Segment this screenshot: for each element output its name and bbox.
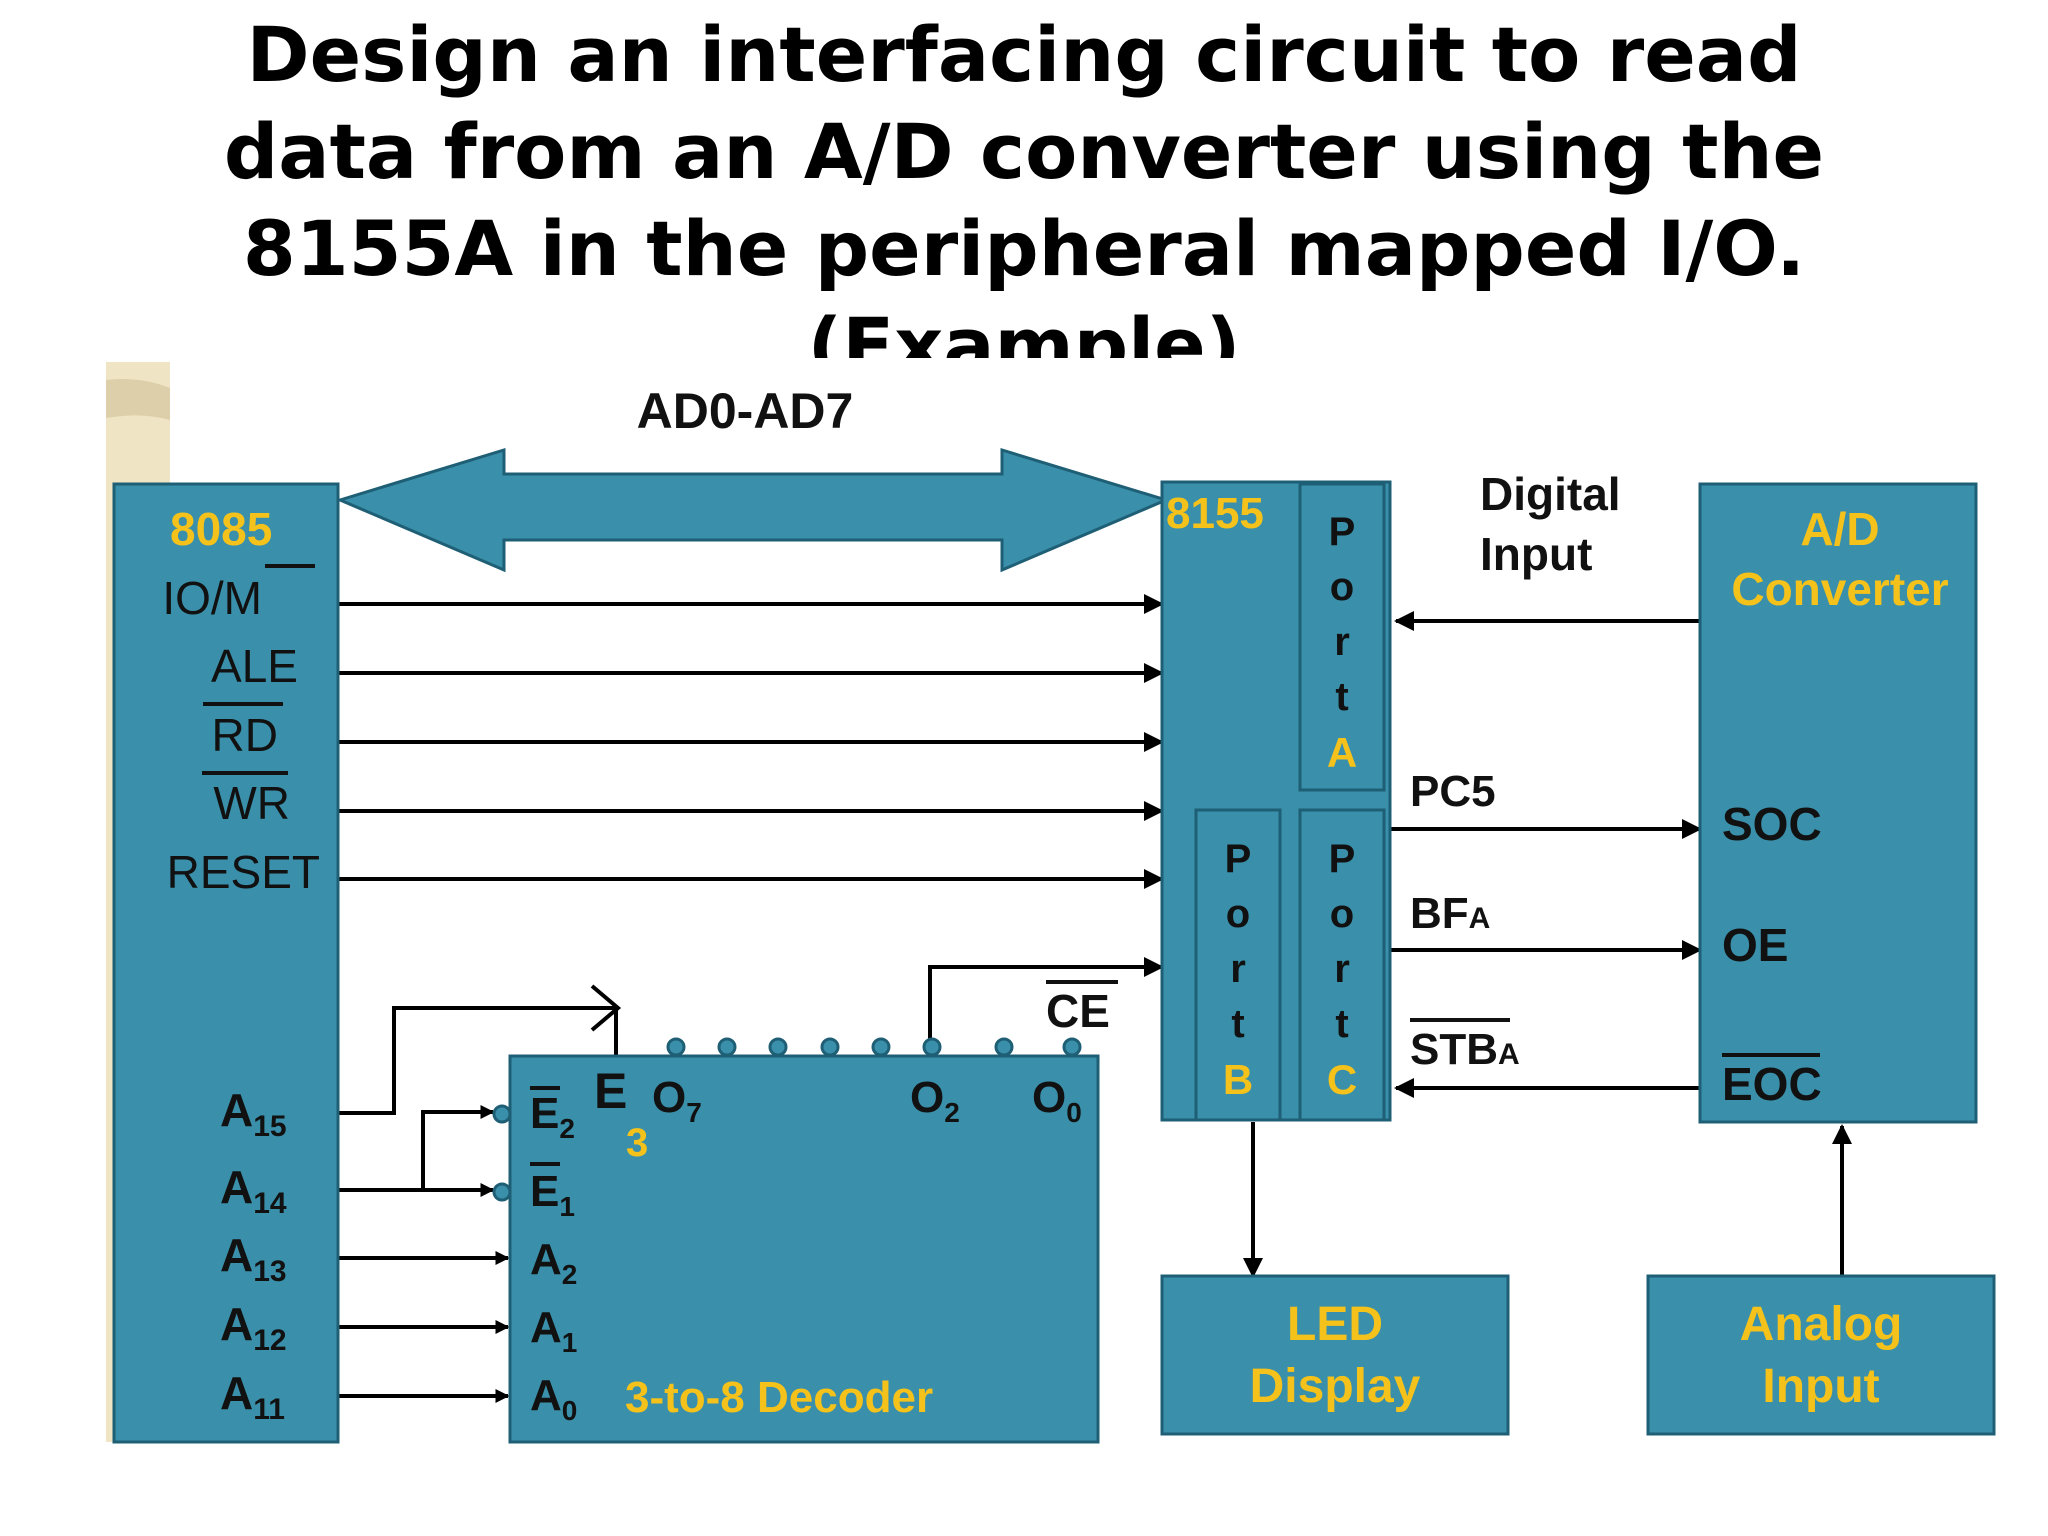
ppi-name: 8155 — [1166, 489, 1264, 538]
cpu-signal-iom: IO/M — [162, 572, 262, 624]
decoder-output-pin-o6 — [717, 1037, 737, 1057]
wire-a14-e2 — [421, 1105, 495, 1190]
port-c-box — [1298, 808, 1386, 1122]
decoder-out-o0: O0 — [1032, 1073, 1082, 1128]
digital-input-line1: Digital — [1480, 468, 1621, 520]
decoder-enable-e3-sub: 3 — [626, 1121, 648, 1165]
led-display-block: LED Display — [1160, 1274, 1510, 1436]
decoder-out-o2: O2 — [910, 1073, 960, 1128]
decoder-enable-e3: E — [594, 1063, 627, 1119]
cpu-addr-a13: A13 — [220, 1229, 287, 1288]
decoder-output-pin-o5 — [768, 1037, 788, 1057]
cpu-addr-a14: A14 — [220, 1161, 287, 1220]
port-c-letter-1: P — [1329, 837, 1356, 881]
port-c-letter-2: o — [1330, 892, 1354, 936]
port-c-letter-3: r — [1334, 947, 1350, 991]
decoder-output-pin-o7 — [666, 1037, 686, 1057]
slide-title: Design an interfacing circuit to read da… — [0, 6, 2048, 358]
adc-label-line1: A/D — [1800, 503, 1879, 555]
analog-input-block: Analog Input — [1646, 1274, 1996, 1436]
e2-bubble — [492, 1104, 512, 1124]
port-a-id: A — [1327, 729, 1357, 776]
title-line-3: 8155A in the peripheral mapped I/O. — [242, 204, 1806, 293]
cpu-signal-rd: RD — [212, 709, 278, 761]
cpu-addr-a11: A11 — [220, 1367, 285, 1426]
port-b-box — [1194, 808, 1282, 1122]
ad-bus-arrow — [335, 447, 1171, 573]
bf-label: BFA — [1410, 889, 1490, 938]
title-line-2: data from an A/D converter using the — [223, 107, 1825, 196]
decoder-output-pin-o1 — [994, 1037, 1014, 1057]
cpu-signal-wr: WR — [213, 777, 290, 829]
analog-label-line2: Input — [1762, 1360, 1879, 1413]
e1-bubble — [492, 1182, 512, 1202]
cpu-signal-reset: RESET — [167, 846, 320, 898]
decoder-out-o7: O7 — [652, 1073, 702, 1128]
port-a-letter-4: t — [1335, 675, 1348, 719]
led-label-line1: LED — [1287, 1298, 1383, 1351]
cpu-addr-a12: A12 — [220, 1298, 287, 1357]
adc-label-line2: Converter — [1731, 563, 1948, 615]
adc-pin-oe: OE — [1722, 919, 1788, 971]
port-c-letter-4: t — [1335, 1002, 1348, 1046]
decoder-enable-e2: E2 — [530, 1089, 575, 1144]
pc5-label: PC5 — [1410, 767, 1496, 816]
port-b-id: B — [1223, 1056, 1253, 1103]
wire-o2-ce — [928, 957, 1164, 1044]
decoder-output-pin-o2 — [922, 1037, 942, 1057]
stb-label: STBA — [1410, 1025, 1520, 1074]
decoder-output-pin-o0 — [1062, 1037, 1082, 1057]
ce-label: CE — [1046, 985, 1110, 1037]
cpu-8085-block: 8085 IO/M ALE RD WR RESET A15 A14 A13 A1… — [112, 482, 340, 1444]
adc-block: A/D Converter SOC OE EOC — [1698, 482, 1978, 1124]
adc-pin-soc: SOC — [1722, 798, 1822, 850]
decoder-select-a2: A2 — [530, 1235, 577, 1290]
ppi-8155-block: 8155 P o r t P o r t P o r t A B C — [1160, 480, 1392, 1122]
decoder-enable-e1: E1 — [530, 1167, 575, 1222]
ad-bus-label: AD0-AD7 — [637, 383, 854, 439]
port-a-letter-3: r — [1334, 620, 1350, 664]
adc-pin-eoc: EOC — [1722, 1058, 1822, 1110]
port-a-box — [1298, 482, 1386, 792]
title-line-1: Design an interfacing circuit to read — [246, 10, 1802, 99]
analog-label-line1: Analog — [1740, 1298, 1903, 1351]
digital-input-line2: Input — [1480, 528, 1592, 580]
cpu-name: 8085 — [170, 503, 272, 555]
port-a-letter-2: o — [1330, 565, 1354, 609]
e3-arrowhead — [590, 984, 622, 1032]
decoder-select-a0: A0 — [530, 1371, 577, 1426]
title-line-4: (Example) — [807, 301, 1241, 358]
port-b-letter-2: o — [1226, 892, 1250, 936]
led-label-line2: Display — [1250, 1360, 1421, 1413]
decoder-block: O7 O2 O0 E2 E1 E 3 A2 A1 A0 3-to-8 Decod… — [492, 1037, 1100, 1444]
decoder-name: 3-to-8 Decoder — [625, 1373, 933, 1422]
port-b-letter-4: t — [1231, 1002, 1244, 1046]
port-b-letter-1: P — [1225, 837, 1252, 881]
port-b-letter-3: r — [1230, 947, 1246, 991]
cpu-signal-ale: ALE — [211, 640, 298, 692]
port-a-letter-1: P — [1329, 510, 1356, 554]
decoder-select-a1: A1 — [530, 1303, 577, 1358]
port-c-id: C — [1327, 1056, 1357, 1103]
wire-a15-e3 — [338, 1006, 618, 1115]
decoder-output-pin-o4 — [820, 1037, 840, 1057]
decoder-output-pin-o3 — [871, 1037, 891, 1057]
cpu-addr-a15: A15 — [220, 1084, 287, 1143]
